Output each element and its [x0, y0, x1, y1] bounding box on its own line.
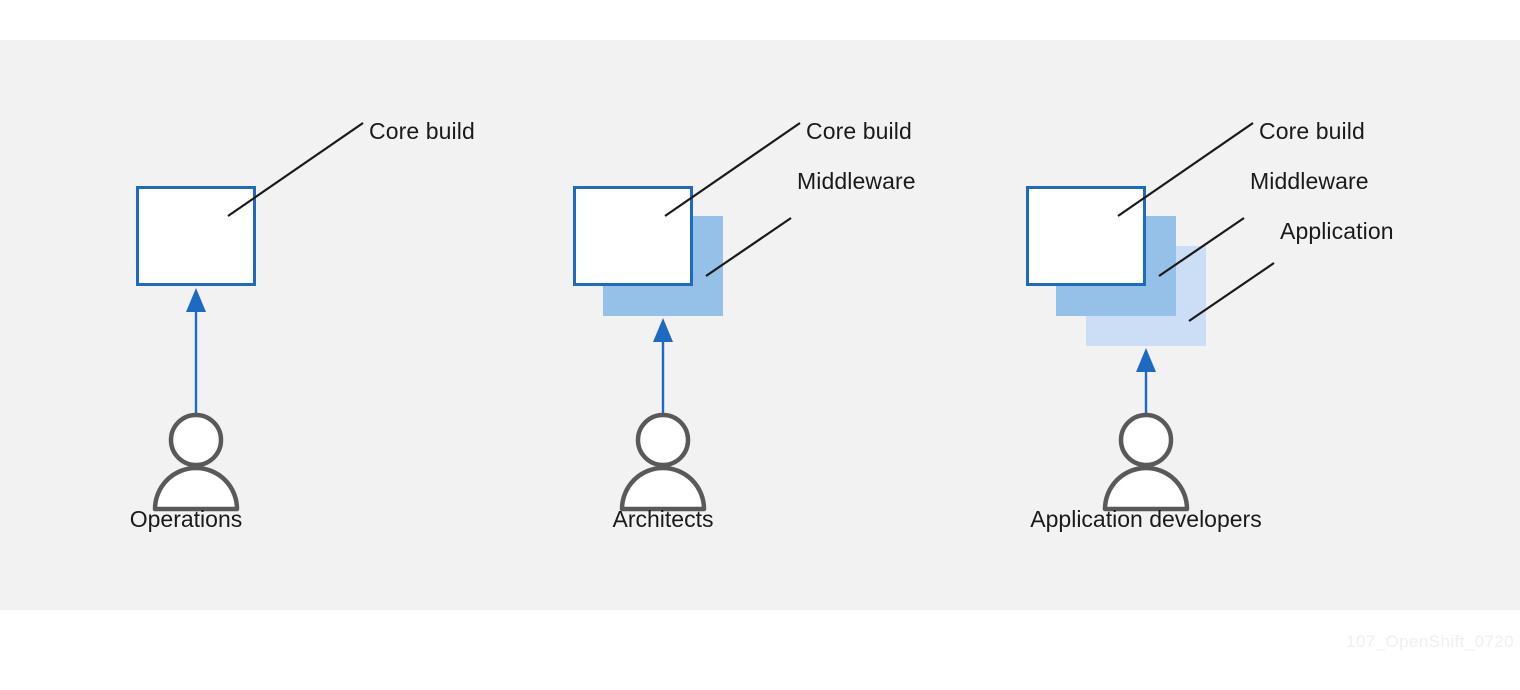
- watermark-text: 107_OpenShift_0720: [1346, 632, 1514, 651]
- callout-label-middleware: Middleware: [1250, 168, 1369, 194]
- layer-core-build[interactable]: [573, 186, 693, 286]
- role-label-application-developers: Application developers: [1030, 506, 1262, 532]
- role-label-architects: Architects: [612, 506, 714, 532]
- person-icon-operations: [152, 412, 240, 512]
- layer-core-build[interactable]: [136, 186, 256, 286]
- person-icon-application-developers: [1102, 412, 1190, 512]
- group-application-developers: Core build Middleware Application Applic…: [1026, 40, 1520, 610]
- up-arrow-icon-operations: [186, 288, 206, 414]
- layer-core-build[interactable]: [1026, 186, 1146, 286]
- group-operations: Core build Operations: [130, 40, 656, 610]
- group-architects: Core build Middleware Architects: [573, 40, 1093, 610]
- callout-label-middleware: Middleware: [797, 168, 916, 194]
- callout-label-core-build: Core build: [369, 118, 475, 144]
- callout-label-application: Application: [1280, 218, 1394, 244]
- callout-label-core-build: Core build: [806, 118, 912, 144]
- role-label-operations: Operations: [129, 506, 243, 532]
- person-icon-architects: [619, 412, 707, 512]
- callout-label-core-build: Core build: [1259, 118, 1365, 144]
